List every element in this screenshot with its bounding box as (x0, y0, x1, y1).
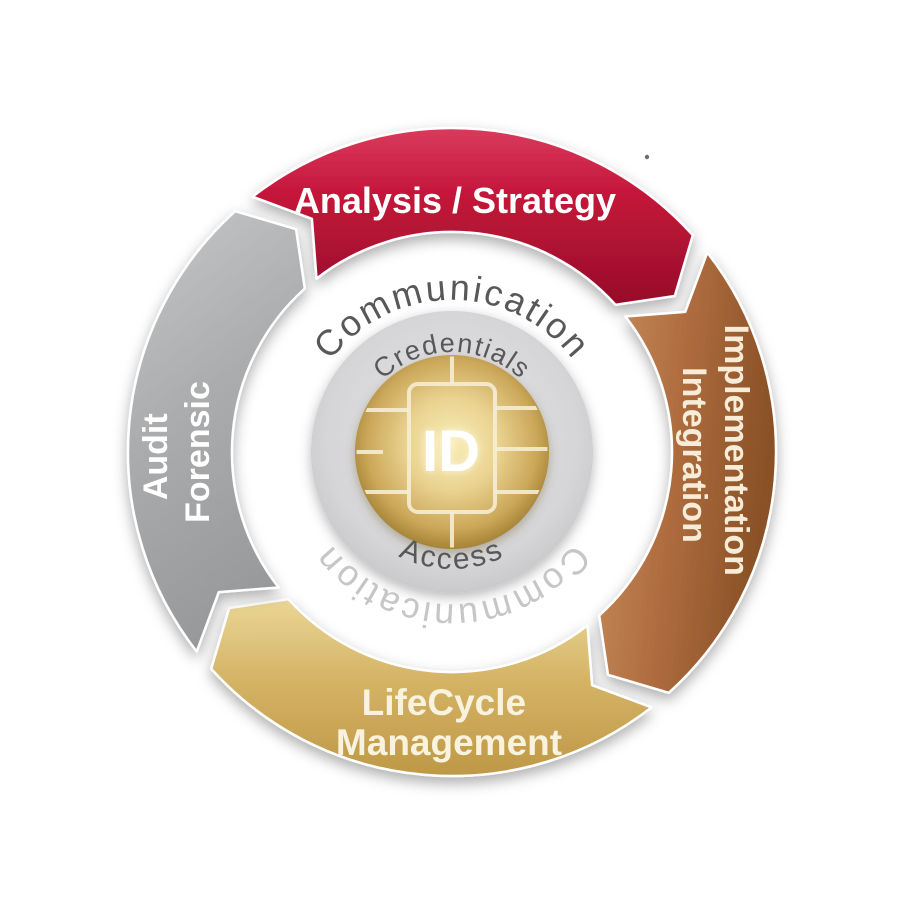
segment-lifecycle-management-shape (209, 597, 653, 778)
gold-core-circle (355, 355, 549, 549)
segment-audit-forensic: Audit Forensic (126, 209, 307, 653)
segment-label-line: Audit (137, 413, 175, 500)
segment-implementation-integration-shape (597, 251, 778, 695)
segment-implementation-integration-label: Implementation Integration (675, 325, 755, 586)
segment-lifecycle-management-label: LifeCycle Management (336, 682, 562, 763)
segment-label-line: Integration (675, 367, 713, 543)
segment-analysis-strategy-shape (251, 126, 695, 307)
segment-label-line: Implementation (717, 325, 755, 576)
segment-analysis-strategy: Analysis / Strategy (251, 126, 695, 307)
segment-lifecycle-management: LifeCycle Management (209, 597, 653, 778)
segment-label-line: Management (336, 722, 562, 763)
id-label: ID (422, 419, 480, 484)
segment-analysis-strategy-label: Analysis / Strategy (294, 180, 616, 221)
segment-label-line: LifeCycle (362, 682, 527, 723)
segment-implementation-integration: Implementation Integration (597, 251, 778, 695)
segment-label-line: Forensic (179, 381, 217, 523)
segment-audit-forensic-shape (126, 209, 307, 653)
artifact-dot (644, 154, 650, 160)
segment-audit-forensic-label: Audit Forensic (137, 381, 217, 523)
